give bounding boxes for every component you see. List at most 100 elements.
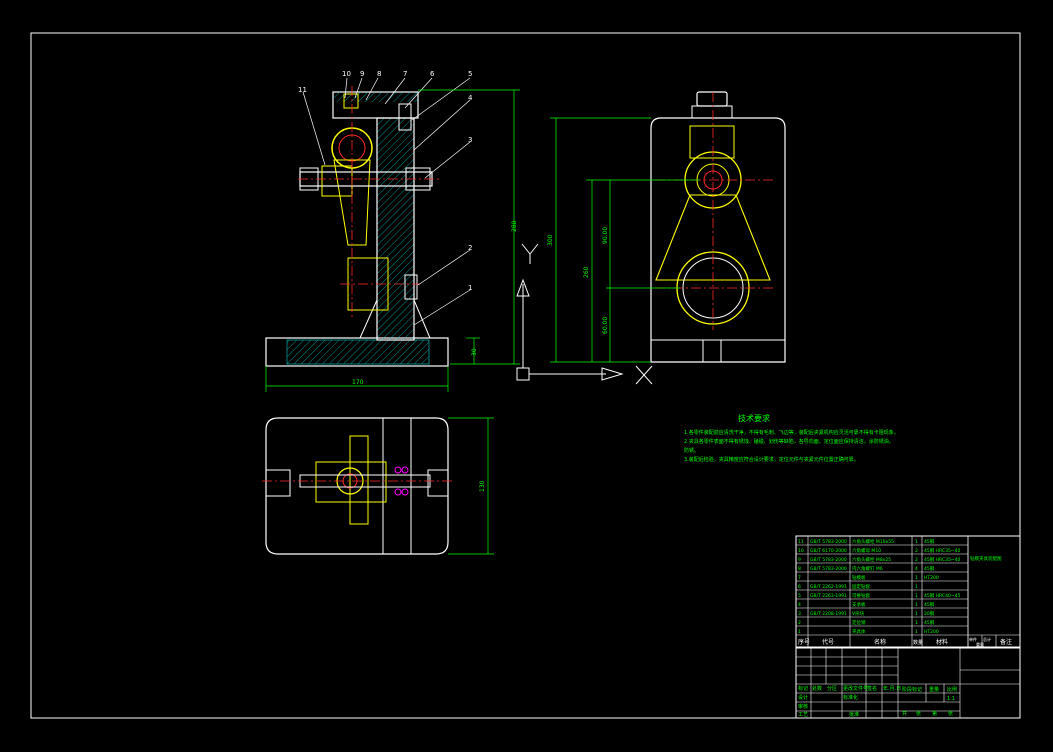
bom-header-weight: 重量 (976, 641, 984, 647)
ucs-axes-icon (516, 243, 653, 385)
balloon-10: 10 (342, 70, 351, 78)
bom-cell-no: 8 (798, 566, 801, 572)
dim-base-label: 30 (471, 348, 478, 356)
bom-cell-code: GB/T 2263-1991 (810, 593, 847, 599)
tb-scale-value: 1:1 (947, 696, 955, 702)
bom-cell-name: 六角螺母 M10 (852, 547, 881, 554)
bom-cell-code: GB/T 2262-1991 (810, 584, 847, 590)
bom-cell-qty: 1 (915, 620, 918, 626)
bom-cell-no: 6 (798, 584, 801, 590)
balloon-1: 1 (468, 284, 472, 292)
tech-req-line-3: 防锈。 (684, 447, 699, 454)
side-workpiece-arm (655, 194, 771, 281)
drawing-frame (30, 32, 1021, 719)
bom-cell-no: 9 (798, 557, 801, 563)
side-dim-total: 300 (547, 234, 554, 246)
tb-count: 处数 (812, 685, 822, 692)
bom-cell-name: 定位销 (852, 619, 866, 626)
tb-sheet-label2: 张 (948, 710, 953, 717)
bom-cell-material: 20钢 (924, 610, 935, 617)
front-dimensions (265, 89, 520, 392)
top-screw-hole-3 (394, 488, 402, 496)
bom-cell-material: 45钢 HRC35~40 (924, 556, 960, 563)
upright-column (376, 117, 415, 341)
bom-cell-material: 45钢 (924, 601, 935, 608)
balloon-11: 11 (298, 86, 307, 94)
side-bushing-collar (691, 105, 733, 119)
column-fillet-left (359, 299, 378, 339)
side-body-outline (650, 117, 786, 363)
bom-header-total-weight: 总计 (983, 636, 991, 642)
bom-cell-no: 1 (798, 629, 801, 635)
bom-cell-code: GB/T 6170-2000 (810, 548, 847, 554)
bom-cell-material: 45钢 (924, 619, 935, 626)
bom-header-unit-weight: 单件 (969, 636, 977, 642)
tb-mark: 标记 (798, 685, 808, 692)
tech-req-title: 技术要求 (738, 413, 770, 423)
base-plate-outline (265, 337, 449, 367)
bom-cell-no: 11 (798, 539, 804, 545)
bom-header-material: 材料 (936, 638, 948, 646)
tb-date: 年.月.日 (883, 685, 901, 692)
bom-cell-no: 3 (798, 611, 801, 617)
tb-review: 审核 (798, 703, 808, 710)
bom-cell-material: HT200 (924, 629, 939, 635)
dim-width-label: 170 (352, 379, 364, 386)
tb-scale: 比例 (947, 686, 957, 693)
bom-cell-material: 45钢 (924, 565, 935, 572)
technical-requirements: 技术要求 1.各零件装配前应清洗干净，不得有毛刺、飞边等，装配后夹紧机构应灵活可… (684, 413, 899, 463)
tech-req-line-2: 2.夹具各零件表面不得有锈蚀、磕碰、划伤等缺陷，各导向面、定位面应保持清洁，涂防… (684, 438, 894, 445)
balloon-4: 4 (468, 94, 473, 102)
top-slot-right (427, 469, 449, 497)
tb-approve: 批准 (849, 711, 859, 718)
front-view: 11 10 9 8 7 6 5 4 3 2 1 170 288 30 (265, 70, 520, 392)
balloon-6: 6 (430, 70, 435, 78)
workpiece-arm (333, 159, 371, 246)
tb-stage-mark: 阶段标记 (902, 686, 922, 693)
tech-req-line-4: 3.装配后检验，夹具精度应符合设计要求，定位元件与夹紧元件位置正确可靠。 (684, 456, 859, 463)
tb-change-doc: 更改文件号 (843, 685, 868, 692)
bom-cell-name: V形块 (852, 610, 865, 617)
bom-cell-name: 夹具体 (852, 628, 866, 635)
dim-height-label: 288 (511, 220, 518, 232)
bom-cell-name: 可换钻套 (852, 592, 870, 599)
bom-cell-material: 45钢 HRC40~45 (924, 592, 960, 599)
balloon-8: 8 (377, 70, 381, 78)
tb-standardize: 标准化 (843, 694, 858, 701)
bom-cell-code: GB/T 5783-2000 (810, 566, 847, 572)
bom-cell-qty: 1 (915, 602, 918, 608)
bom-cell-no: 4 (798, 602, 801, 608)
tb-weight: 重量 (929, 686, 939, 693)
bom-cell-qty: 4 (915, 566, 918, 572)
bom-cell-material: 45钢 HRC35~40 (924, 547, 960, 554)
top-v-block (349, 435, 369, 525)
base-section-hatch (286, 339, 430, 365)
locating-pin (404, 274, 418, 300)
bom-cell-qty: 1 (915, 611, 918, 617)
bom-cell-name: 支承板 (852, 601, 866, 608)
bom-cell-qty: 1 (915, 539, 918, 545)
bom-cell-material: 45钢 (924, 538, 935, 545)
balloon-5: 5 (468, 70, 472, 78)
balloon-leaders (302, 77, 471, 326)
tb-design: 设计 (798, 694, 808, 701)
side-dim-a: 90.00 (602, 227, 609, 244)
top-screw-hole-1 (394, 466, 402, 474)
tb-sign: 签名 (867, 685, 877, 692)
bom-header-qty: 数量 (913, 639, 923, 646)
side-drill-plate (689, 125, 735, 159)
side-view: 300 260 90.00 60.00 (547, 91, 786, 363)
top-workpiece (315, 461, 387, 503)
bom-cell-code: GB/T 5783-2000 (810, 539, 847, 545)
tb-zone: 分区 (827, 685, 837, 692)
bom-cell-no: 5 (798, 593, 801, 599)
bom-cell-qty: 2 (915, 557, 918, 563)
bom-cell-name: 六角头螺栓 M8x25 (852, 556, 891, 563)
bom-cell-qty: 1 (915, 575, 918, 581)
balloon-2: 2 (468, 244, 472, 252)
bom-cell-no: 7 (798, 575, 801, 581)
bom-header-code: 代号 (822, 638, 834, 646)
top-base-outline (265, 417, 449, 555)
drill-plate-hatch (333, 92, 418, 102)
top-slot-left (265, 469, 291, 497)
